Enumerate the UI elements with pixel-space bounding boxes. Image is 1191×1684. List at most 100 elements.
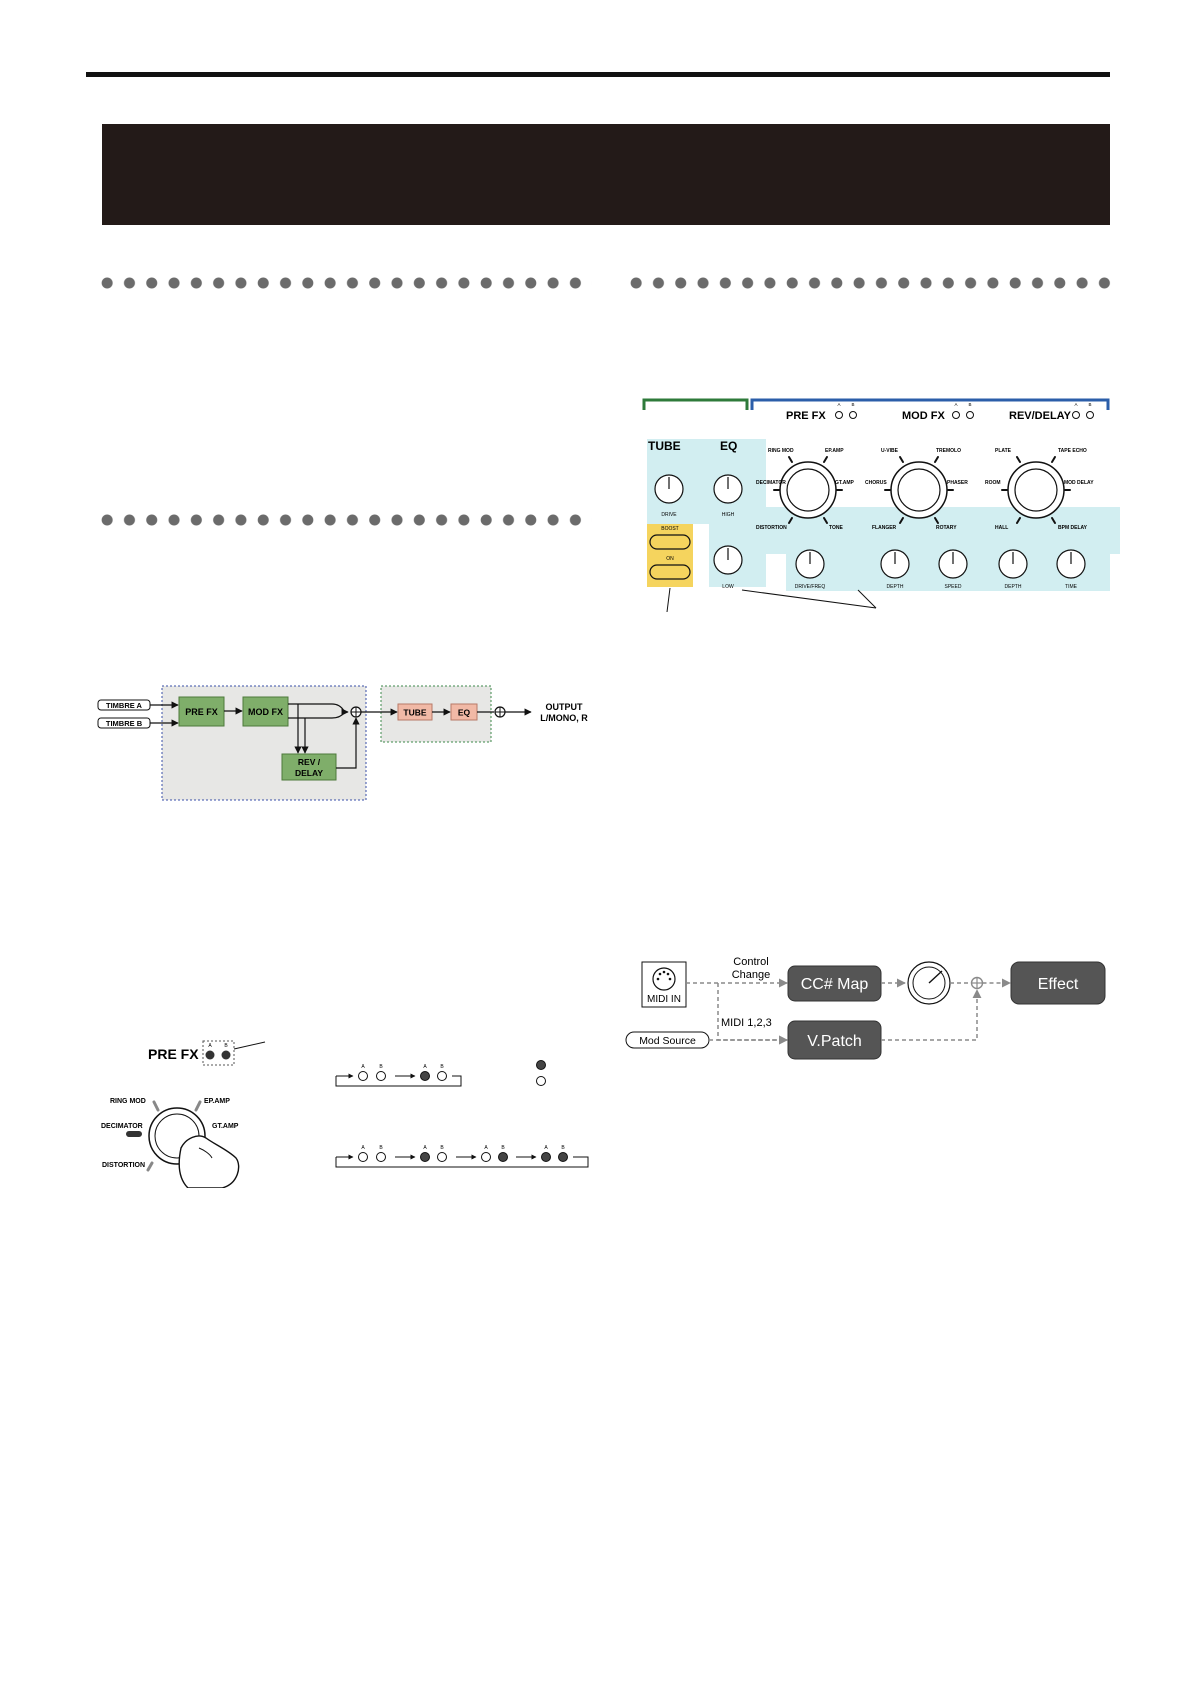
pre-fx-block: [178, 696, 225, 727]
option-hall: HALL: [995, 525, 1008, 531]
effect-box: [1010, 961, 1106, 1005]
drive-label: DRIVE: [661, 512, 677, 518]
rev-delay-selector[interactable]: [1001, 456, 1071, 524]
pre-fx-selector-illustration: PRE FX A B RING MOD EP.AMP DECIMATOR GT.…: [101, 1040, 266, 1188]
mod-source-label: Mod Source: [639, 1035, 696, 1047]
timbre-b-label: TIMBRE B: [106, 719, 143, 728]
led-on-icon: [420, 1152, 430, 1162]
callout-line: [233, 1041, 266, 1050]
distortion-label: DISTORTION: [102, 1162, 145, 1169]
option-plate: PLATE: [995, 448, 1012, 454]
section-divider-left-1: [96, 277, 592, 289]
callout-line: [857, 589, 877, 609]
legend-led-on-icon: [536, 1060, 546, 1070]
mod-fx-led-b-icon: [966, 411, 974, 419]
eq-block-label: EQ: [458, 708, 471, 718]
rev-depth-label: DEPTH: [1005, 584, 1022, 590]
option-decimator: DECIMATOR: [756, 480, 786, 486]
option-phaser: PHASER: [947, 480, 968, 486]
pre-fx-led-b-icon: [849, 411, 857, 419]
led-a-lit-icon: [205, 1050, 215, 1060]
rev-delay-section-label: REV/DELAY: [1009, 410, 1072, 422]
led-on-icon: [558, 1152, 568, 1162]
option-tremolo: TREMOLO: [936, 448, 961, 454]
option-tone: TONE: [829, 525, 843, 531]
led-a-label: A: [484, 1145, 488, 1151]
decimator-label: DECIMATOR: [101, 1123, 143, 1130]
callout-line: [741, 589, 877, 609]
led-on-icon: [541, 1152, 551, 1162]
midi-in-label: MIDI IN: [647, 994, 681, 1005]
led-a-label: A: [361, 1145, 365, 1151]
midi-connector-icon: [652, 967, 676, 991]
led-off-icon: [437, 1071, 447, 1081]
legend-led-off-icon: [536, 1076, 546, 1086]
time-label: TIME: [1065, 584, 1078, 590]
option-tape-echo: TAPE ECHO: [1058, 448, 1087, 454]
led-a-label: A: [837, 402, 840, 407]
led-off-icon: [358, 1071, 368, 1081]
led-b-label: B: [561, 1145, 565, 1151]
option-ring-mod: RING MOD: [768, 448, 794, 454]
pre-fx-selector[interactable]: [773, 456, 843, 524]
option-rotary: ROTARY: [936, 525, 957, 531]
led-b-label: B: [501, 1145, 505, 1151]
option-mod-delay: MOD DELAY: [1064, 480, 1094, 486]
led-off-icon: [358, 1152, 368, 1162]
mod-fx-section-label: MOD FX: [902, 410, 945, 422]
led-b-label: B: [224, 1043, 228, 1049]
boost-button[interactable]: [649, 534, 691, 550]
rev-delay-block-label-1: REV /: [298, 757, 321, 767]
mod-fx-selector[interactable]: [884, 456, 954, 524]
ring-mod-label: RING MOD: [110, 1098, 146, 1105]
pre-fx-section-label: PRE FX: [786, 410, 826, 422]
pre-fx-led-a-icon: [835, 411, 843, 419]
drive-freq-label: DRIVE/FREQ: [795, 584, 826, 590]
top-rule: [86, 72, 1110, 77]
led-b-label: B: [851, 402, 854, 407]
led-b-label: B: [1088, 402, 1091, 407]
effect-label: Effect: [1038, 976, 1079, 993]
led-on-icon: [498, 1152, 508, 1162]
option-ep-amp: EP.AMP: [825, 448, 844, 454]
control-change-label-1: Control: [733, 956, 768, 968]
effect-signal-flow-diagram: TIMBRE A TIMBRE B PRE FX MOD FX REV / DE…: [97, 685, 588, 801]
pre-fx-block-label: PRE FX: [185, 707, 218, 717]
chapter-title-bar: [102, 124, 1110, 225]
tube-block-label: TUBE: [403, 708, 426, 718]
rev-delay-block-label-2: DELAY: [295, 768, 323, 778]
effects-front-panel: TUBE EQ DRIVE HIGH LOW BOOST ON PRE FX A…: [642, 398, 1120, 613]
led-a-label: A: [208, 1043, 212, 1049]
ep-amp-label: EP.AMP: [204, 1098, 230, 1105]
eq-low-label: LOW: [722, 584, 734, 590]
option-distortion: DISTORTION: [756, 525, 787, 531]
option-chorus: CHORUS: [865, 480, 887, 486]
tube-on-button[interactable]: [649, 564, 691, 580]
mod-fx-block-label: MOD FX: [248, 707, 283, 717]
led-b-lit-icon: [221, 1050, 231, 1060]
rev-delay-led-b-icon: [1086, 411, 1094, 419]
option-flanger: FLANGER: [872, 525, 897, 531]
rev-delay-block: [281, 753, 337, 781]
effects-bracket: [750, 398, 1110, 410]
led-b-label: B: [440, 1064, 444, 1070]
boost-label: BOOST: [661, 526, 679, 532]
led-b-label: B: [379, 1064, 383, 1070]
midi-123-label: MIDI 1,2,3: [721, 1017, 772, 1029]
tube-eq-bracket: [642, 398, 749, 410]
led-off-icon: [481, 1152, 491, 1162]
tube-section-label: TUBE: [648, 439, 681, 453]
option-bpm-delay: BPM DELAY: [1058, 525, 1088, 531]
mod-fx-block: [242, 696, 289, 727]
led-state-sequence-diagram: A B A B A B A B A B A B: [335, 1060, 589, 1168]
mod-fx-led-a-icon: [952, 411, 960, 419]
eq-high-label: HIGH: [722, 512, 735, 518]
led-a-label: A: [423, 1145, 427, 1151]
led-highlight-box: [202, 1040, 235, 1066]
led-off-icon: [376, 1152, 386, 1162]
midi-control-diagram: MIDI IN Control Change CC# Map Effect MI…: [625, 956, 1106, 1060]
section-divider-left-2: [96, 514, 592, 526]
led-on-icon: [420, 1071, 430, 1081]
led-a-label: A: [544, 1145, 548, 1151]
cc-map-label: CC# Map: [801, 976, 869, 993]
